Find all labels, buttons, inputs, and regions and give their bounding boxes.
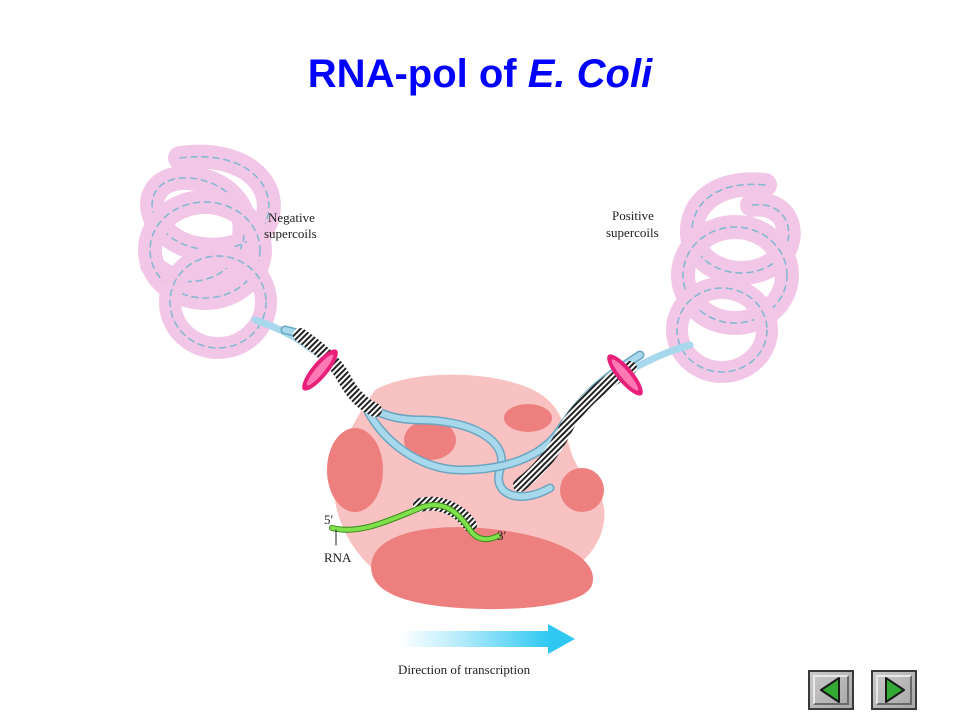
positive-supercoils-label-2: supercoils <box>606 225 659 240</box>
direction-of-transcription-label: Direction of transcription <box>398 662 531 677</box>
triangle-right-icon <box>885 677 905 703</box>
topoisomerase-left <box>302 349 338 391</box>
three-prime-label: 3′ <box>497 528 507 543</box>
rna-polymerase <box>327 374 605 610</box>
topoisomerase-right <box>607 354 643 396</box>
rna-transcript <box>329 502 501 546</box>
negative-supercoil <box>138 144 324 359</box>
triangle-left-icon <box>820 677 840 703</box>
negative-supercoils-label-2: supercoils <box>264 226 317 241</box>
five-prime-label: 5′ <box>324 512 334 527</box>
rna-label: RNA <box>324 550 352 565</box>
slide-title: RNA-pol of E. Coli <box>0 52 960 97</box>
previous-slide-button[interactable] <box>808 670 854 710</box>
positive-supercoil <box>626 172 801 383</box>
next-slide-button[interactable] <box>871 670 917 710</box>
title-species: E. Coli <box>527 52 653 96</box>
title-main: RNA-pol of <box>307 52 528 96</box>
negative-supercoils-label: Negative <box>268 210 315 225</box>
positive-supercoils-label: Positive <box>612 208 654 223</box>
direction-arrow <box>400 624 575 654</box>
